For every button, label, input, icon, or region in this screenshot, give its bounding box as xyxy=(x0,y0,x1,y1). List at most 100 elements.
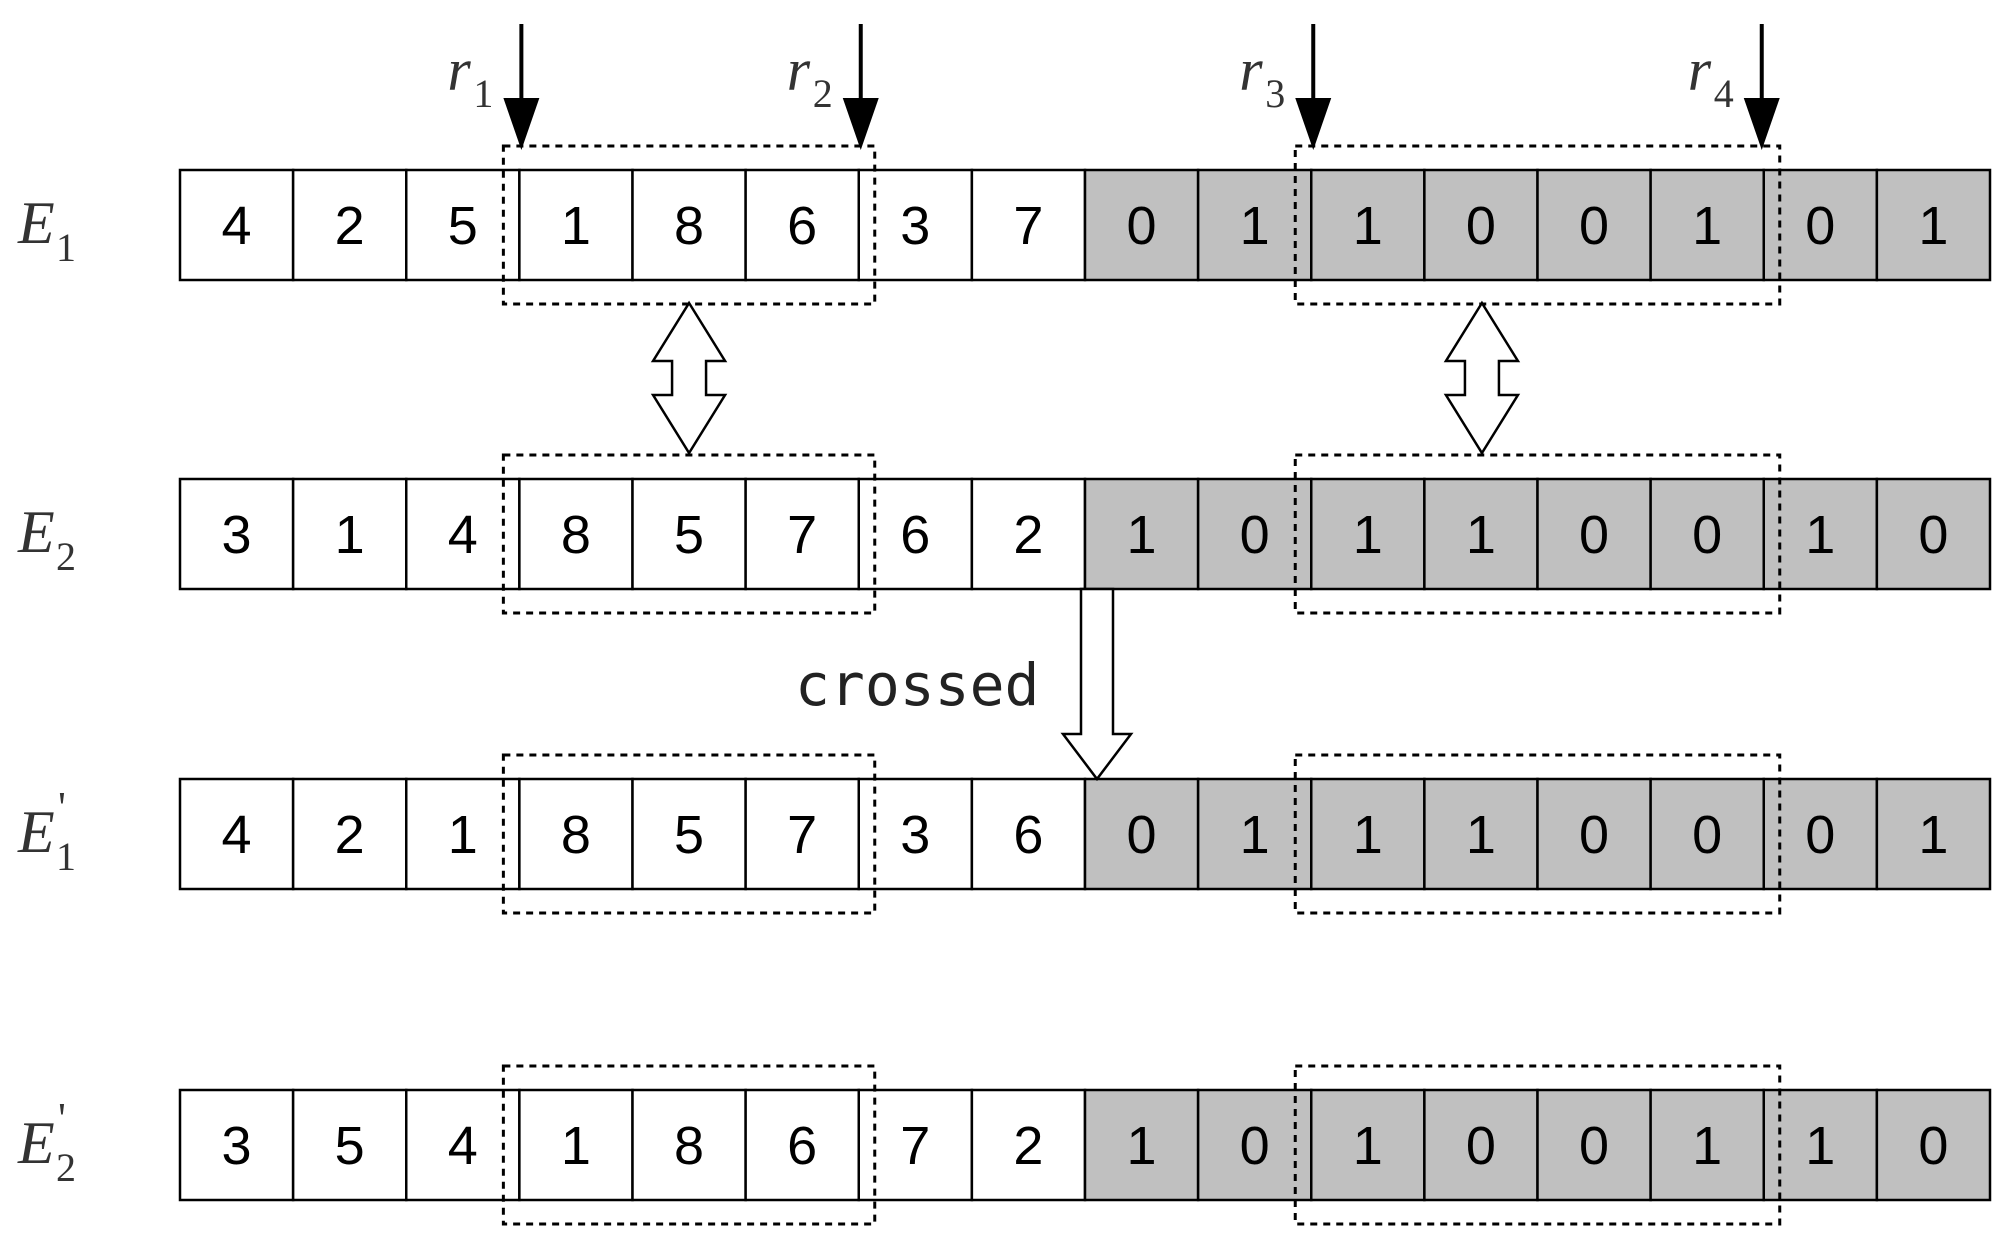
gene-value: 1 xyxy=(1240,805,1270,865)
gene-cell xyxy=(1536,168,1652,282)
gene-value: 1 xyxy=(1466,805,1496,865)
row-label-letter: E xyxy=(17,1110,55,1176)
gene-value: 4 xyxy=(448,1116,478,1176)
row-label-subscript: 1 xyxy=(56,225,76,270)
gene-value: 6 xyxy=(900,505,930,565)
selection-box-permutation xyxy=(501,1064,877,1226)
gene-cell xyxy=(518,777,634,891)
crossed-label: crossed xyxy=(795,651,1039,719)
gene-cell xyxy=(1762,777,1879,891)
gene-value: 3 xyxy=(222,505,252,565)
gene-value: 1 xyxy=(1353,196,1383,256)
gene-value: 1 xyxy=(1353,505,1383,565)
gene-cell xyxy=(178,777,295,891)
gene-value: 5 xyxy=(335,1116,365,1176)
gene-cell xyxy=(1875,1088,1992,1202)
selection-box-binary xyxy=(1293,753,1782,915)
gene-cell xyxy=(1083,1088,1200,1202)
gene-cell xyxy=(291,168,408,282)
gene-cell xyxy=(1083,168,1200,282)
gene-value: 2 xyxy=(1013,1116,1043,1176)
row-label-prime: ' xyxy=(58,783,66,832)
gene-value: 3 xyxy=(900,805,930,865)
gene-cell xyxy=(970,168,1087,282)
gene-cell xyxy=(1536,1088,1652,1202)
gene-value: 7 xyxy=(900,1116,930,1176)
gene-cell xyxy=(1083,777,1200,891)
marker-letter: r xyxy=(447,37,471,103)
exchange-arrows xyxy=(650,300,1521,782)
row-label-prime: ' xyxy=(58,1094,66,1143)
gene-cell xyxy=(291,1088,408,1202)
gene-value: 0 xyxy=(1692,805,1722,865)
gene-cell xyxy=(1875,477,1992,591)
gene-value: 1 xyxy=(1805,1116,1835,1176)
gene-value: 1 xyxy=(1918,805,1948,865)
gene-value: 0 xyxy=(1918,505,1948,565)
gene-value: 1 xyxy=(1240,196,1270,256)
gene-value: 4 xyxy=(448,505,478,565)
gene-value: 7 xyxy=(1013,196,1043,256)
gene-value: 1 xyxy=(1692,1116,1722,1176)
gene-value: 3 xyxy=(222,1116,252,1176)
gene-cell xyxy=(857,1088,974,1202)
gene-value: 1 xyxy=(1805,505,1835,565)
gene-cell xyxy=(744,477,860,591)
gene-value: 0 xyxy=(1466,196,1496,256)
row-label-subscript: 2 xyxy=(56,1145,76,1190)
gene-value: 7 xyxy=(787,805,817,865)
gene-cell xyxy=(744,777,860,891)
gene-value: 0 xyxy=(1579,196,1609,256)
gene-cell xyxy=(1875,168,1992,282)
gene-value: 7 xyxy=(787,505,817,565)
gene-value: 1 xyxy=(1692,196,1722,256)
gene-value: 2 xyxy=(1013,505,1043,565)
gene-value: 0 xyxy=(1579,805,1609,865)
gene-value: 0 xyxy=(1466,1116,1496,1176)
gene-value: 6 xyxy=(787,1116,817,1176)
selection-box-permutation xyxy=(501,753,877,915)
hollow-down-arrow-icon xyxy=(1060,587,1134,782)
gene-value: 1 xyxy=(1353,1116,1383,1176)
selection-boxes xyxy=(501,144,1782,1226)
gene-cell xyxy=(970,477,1087,591)
gene-value: 5 xyxy=(674,805,704,865)
down-arrow-icon xyxy=(1295,24,1332,150)
gene-cell xyxy=(1649,477,1765,591)
marker-letter: r xyxy=(787,37,811,103)
gene-value: 0 xyxy=(1579,1116,1609,1176)
gene-cell xyxy=(631,168,747,282)
gene-cell xyxy=(1196,777,1313,891)
gene-value: 8 xyxy=(561,805,591,865)
selection-box-binary xyxy=(1293,453,1782,615)
marker-subscript: 2 xyxy=(813,71,833,116)
gene-cell xyxy=(518,1088,634,1202)
gene-value: 0 xyxy=(1918,1116,1948,1176)
gene-cell xyxy=(291,477,408,591)
row-label-letter: E xyxy=(17,799,55,865)
gene-value: 8 xyxy=(674,1116,704,1176)
gene-value: 0 xyxy=(1805,805,1835,865)
gene-value: 0 xyxy=(1692,505,1722,565)
gene-cell xyxy=(1536,777,1652,891)
double-headed-arrow-icon xyxy=(650,300,728,456)
gene-cell xyxy=(405,477,521,591)
gene-cell xyxy=(857,777,974,891)
gene-value: 0 xyxy=(1127,805,1157,865)
gene-value: 4 xyxy=(222,805,252,865)
gene-value: 1 xyxy=(561,1116,591,1176)
gene-cell xyxy=(1762,168,1879,282)
gene-cell xyxy=(518,168,634,282)
gene-cell xyxy=(291,777,408,891)
gene-cell xyxy=(178,168,295,282)
gene-cell xyxy=(518,477,634,591)
gene-value: 0 xyxy=(1579,505,1609,565)
gene-cell xyxy=(1196,168,1313,282)
